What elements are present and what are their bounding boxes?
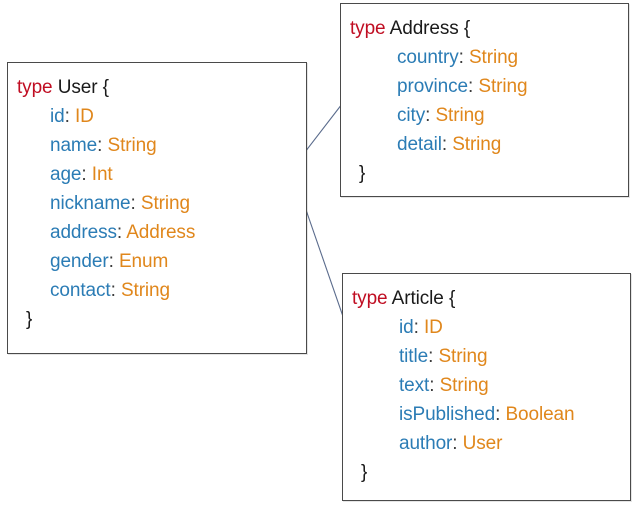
- field-separator: :: [110, 280, 116, 301]
- keyword-type: type: [350, 18, 386, 39]
- keyword-type: type: [352, 288, 388, 309]
- field-type: String: [439, 375, 489, 396]
- field-separator: :: [452, 433, 458, 454]
- field-row[interactable]: country: String: [350, 43, 628, 72]
- type-box-user-body: type User { id: ID name: String age: Int…: [8, 63, 306, 340]
- field-type: String: [468, 47, 519, 68]
- field-type: String: [107, 135, 157, 156]
- field-type: Boolean: [505, 404, 575, 425]
- type-box-article-footer: }: [352, 458, 630, 487]
- field-type: String: [452, 134, 502, 155]
- field-type: String: [435, 105, 485, 126]
- field-row[interactable]: province: String: [350, 72, 628, 101]
- field-type: Address: [126, 222, 196, 243]
- type-box-address-header: type Address {: [350, 14, 628, 43]
- open-brace: {: [102, 77, 109, 98]
- field-type: Int: [91, 164, 113, 185]
- field-separator: :: [441, 134, 448, 155]
- field-name: contact: [50, 280, 111, 301]
- field-name: title: [399, 346, 429, 367]
- field-type: String: [140, 193, 190, 214]
- field-type: String: [478, 76, 528, 97]
- field-row[interactable]: contact: String: [17, 276, 306, 305]
- field-name: address: [50, 222, 117, 243]
- field-name: name: [50, 135, 98, 156]
- field-separator: :: [108, 251, 114, 272]
- keyword-type: type: [17, 77, 53, 98]
- field-separator: :: [97, 135, 103, 156]
- open-brace: {: [448, 288, 456, 309]
- field-row[interactable]: text: String: [352, 371, 630, 400]
- field-type: ID: [423, 317, 443, 338]
- field-row[interactable]: nickname: String: [17, 189, 306, 218]
- field-separator: :: [116, 222, 123, 243]
- field-separator: :: [468, 76, 474, 97]
- field-type: String: [120, 280, 170, 301]
- field-name: author: [399, 433, 453, 454]
- field-list-article: id: ID title: String text: String isPubl…: [352, 313, 630, 458]
- field-type: Enum: [118, 251, 169, 272]
- field-row[interactable]: city: String: [350, 101, 628, 130]
- field-separator: :: [81, 164, 87, 185]
- field-separator: :: [429, 375, 435, 396]
- close-brace: }: [361, 462, 368, 483]
- field-name: id: [399, 317, 414, 338]
- field-name: isPublished: [399, 404, 496, 425]
- field-separator: :: [428, 346, 434, 367]
- field-name: city: [397, 105, 426, 126]
- field-row[interactable]: id: ID: [352, 313, 630, 342]
- type-box-article-body: type Article { id: ID title: String text…: [343, 274, 630, 493]
- field-type: User: [462, 433, 503, 454]
- field-type: ID: [74, 106, 94, 127]
- field-name: id: [50, 106, 65, 127]
- type-box-article[interactable]: type Article { id: ID title: String text…: [342, 273, 631, 501]
- field-list-user: id: ID name: String age: Int nickname: S…: [17, 102, 306, 305]
- field-separator: :: [495, 404, 501, 425]
- close-brace: }: [359, 163, 366, 184]
- type-box-address-body: type Address { country: String province:…: [341, 4, 628, 194]
- field-type: String: [438, 346, 488, 367]
- field-name: text: [399, 375, 430, 396]
- type-box-article-header: type Article {: [352, 284, 630, 313]
- field-separator: :: [413, 317, 419, 338]
- type-box-address-footer: }: [350, 159, 628, 188]
- type-name-address: Address: [389, 18, 459, 39]
- close-brace: }: [26, 309, 33, 330]
- field-name: gender: [50, 251, 109, 272]
- field-separator: :: [425, 105, 431, 126]
- field-row[interactable]: address: Address: [17, 218, 306, 247]
- field-name: country: [397, 47, 459, 68]
- type-box-user-footer: }: [17, 305, 306, 334]
- field-row[interactable]: age: Int: [17, 160, 306, 189]
- type-name-user: User: [57, 77, 98, 98]
- field-row[interactable]: isPublished: Boolean: [352, 400, 630, 429]
- field-separator: :: [458, 47, 464, 68]
- field-name: detail: [397, 134, 442, 155]
- field-row[interactable]: name: String: [17, 131, 306, 160]
- type-name-article: Article: [391, 288, 444, 309]
- field-separator: :: [64, 106, 70, 127]
- field-row[interactable]: title: String: [352, 342, 630, 371]
- field-separator: :: [130, 193, 136, 214]
- type-box-user[interactable]: type User { id: ID name: String age: Int…: [7, 62, 307, 354]
- field-row[interactable]: gender: Enum: [17, 247, 306, 276]
- field-row[interactable]: id: ID: [17, 102, 306, 131]
- field-row[interactable]: author: User: [352, 429, 630, 458]
- field-list-address: country: String province: String city: S…: [350, 43, 628, 159]
- field-name: province: [397, 76, 469, 97]
- field-name: nickname: [50, 193, 131, 214]
- field-name: age: [50, 164, 82, 185]
- type-box-user-header: type User {: [17, 73, 306, 102]
- type-box-address[interactable]: type Address { country: String province:…: [340, 3, 629, 197]
- field-row[interactable]: detail: String: [350, 130, 628, 159]
- open-brace: {: [463, 18, 471, 39]
